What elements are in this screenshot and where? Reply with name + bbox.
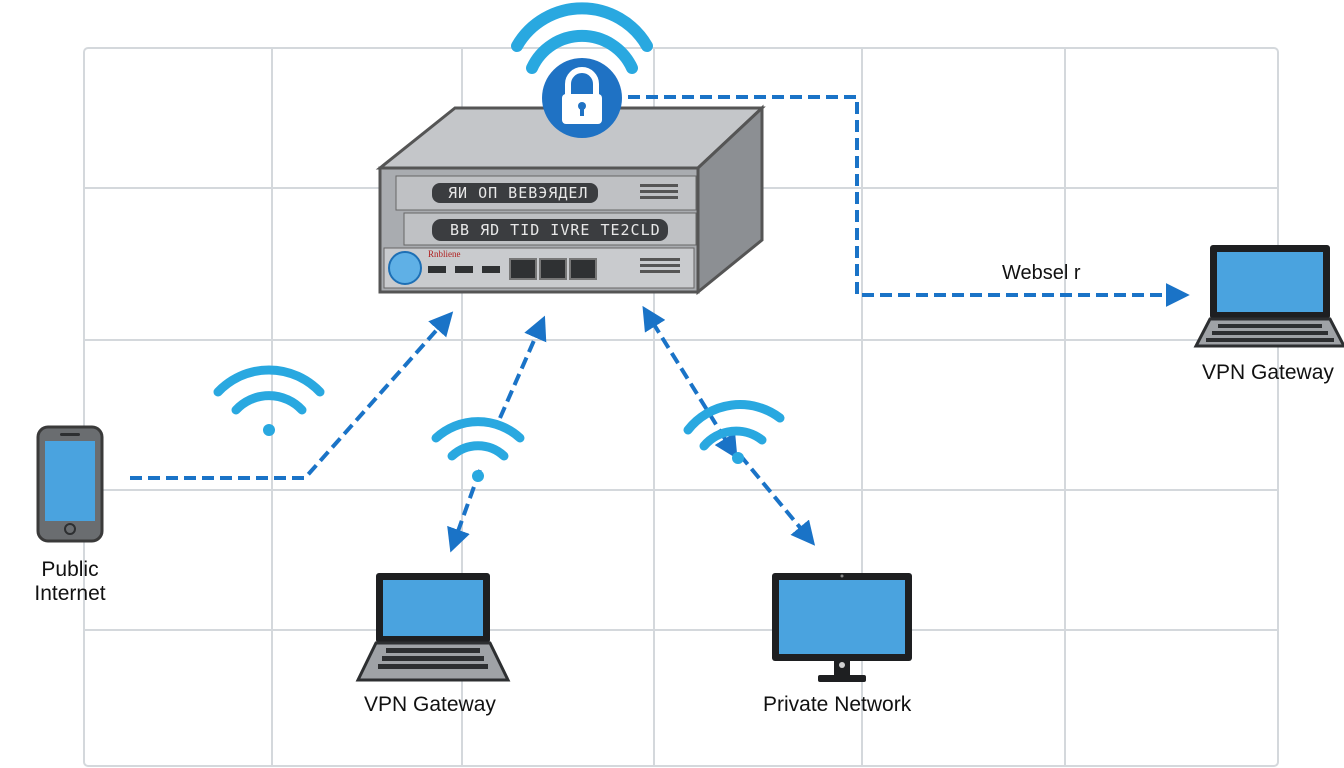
server-panel-top-text: ЯИ ОП ВЕВЭЯДЕЛ (448, 184, 588, 202)
server-panel-top (432, 183, 598, 203)
smartphone-icon (36, 425, 104, 543)
monitor-label: Private Network (763, 693, 912, 716)
server-brand-text: Rnbliene (428, 249, 461, 259)
wifi-icon (431, 417, 525, 482)
usb-ports (428, 266, 500, 273)
connection-right-label: Websel r (1002, 262, 1081, 284)
wifi-icon (213, 365, 325, 436)
laptop-icon (355, 573, 511, 682)
server-icon: ЯИ ОП ВЕВЭЯДЕЛ ВВ ЯD TID ІVRE TE2CLD Rnb… (375, 104, 766, 296)
laptop-right-label: VPN Gateway (1202, 361, 1334, 384)
connection-server-monitor (738, 453, 816, 546)
connection-phone-server (130, 311, 454, 480)
server-panel-middle (432, 219, 668, 241)
server-logo-icon (388, 251, 422, 285)
connection-server-laptop-down (447, 469, 482, 553)
phone-label: Public Internet (34, 558, 106, 605)
laptop-icon (1193, 245, 1344, 348)
wifi-icon (683, 400, 785, 464)
connection-lock-laptop-right (628, 95, 1190, 307)
ethernet-ports (509, 258, 597, 280)
server-panel-middle-text: ВВ ЯD TID ІVRE TE2CLD (450, 221, 661, 239)
connection-laptop-server-up (498, 315, 547, 419)
server-vents (640, 184, 680, 273)
padlock-icon (511, 2, 653, 138)
laptop-bottom-label: VPN Gateway (364, 693, 496, 716)
monitor-icon (772, 573, 912, 682)
